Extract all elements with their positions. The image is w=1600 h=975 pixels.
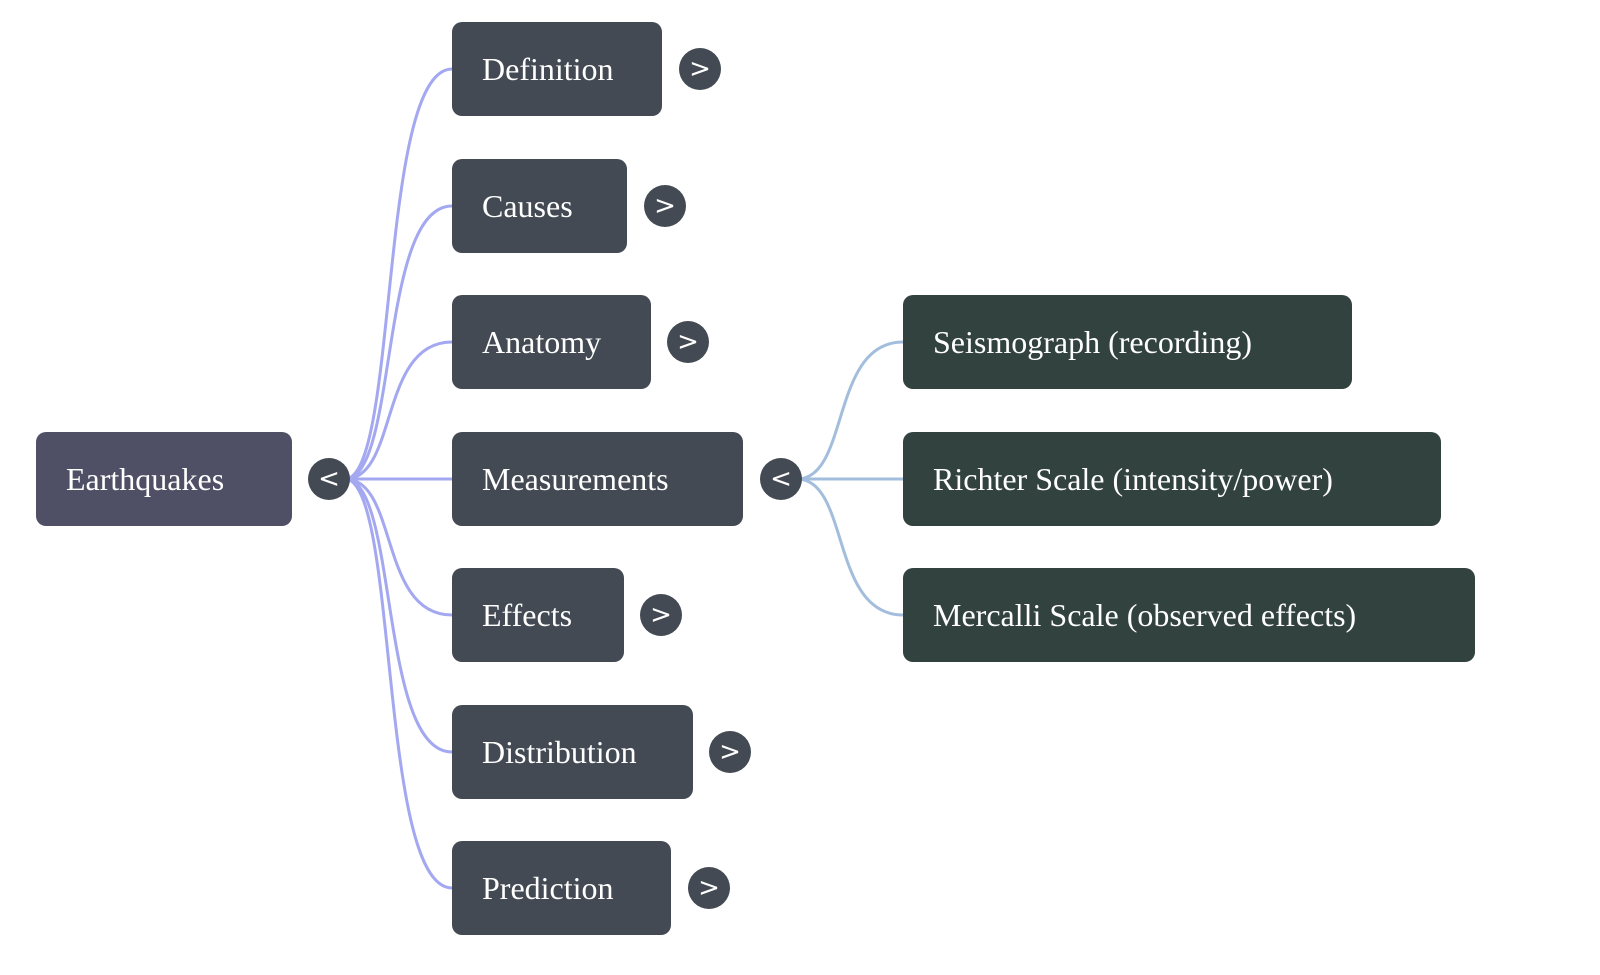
expand-effects-toggle-icon[interactable]: >	[640, 594, 682, 636]
node-distribution[interactable]: Distribution	[452, 705, 693, 799]
node-richter-scale[interactable]: Richter Scale (intensity/power)	[903, 432, 1441, 526]
node-label: Causes	[482, 187, 573, 224]
node-label: Prediction	[482, 869, 614, 906]
collapse-measurements-toggle-icon[interactable]: <	[760, 458, 802, 500]
node-label: Definition	[482, 50, 614, 87]
node-definition[interactable]: Definition	[452, 22, 662, 116]
node-label: Richter Scale (intensity/power)	[933, 460, 1333, 497]
edge-root-to-child	[344, 340, 453, 481]
root-node-label: Earthquakes	[66, 460, 225, 497]
edge-measurements-to-child	[796, 477, 904, 617]
node-measurements[interactable]: Measurements	[452, 432, 743, 526]
edge-root-to-child	[344, 477, 453, 617]
edge-root-to-child	[344, 67, 453, 481]
node-anatomy[interactable]: Anatomy	[452, 295, 651, 389]
node-mercalli-scale[interactable]: Mercalli Scale (observed effects)	[903, 568, 1475, 662]
node-label: Mercalli Scale (observed effects)	[933, 596, 1357, 633]
node-prediction[interactable]: Prediction	[452, 841, 671, 935]
expand-prediction-toggle-icon[interactable]: >	[688, 867, 730, 909]
node-label: Distribution	[482, 733, 637, 770]
node-label: Effects	[482, 596, 573, 633]
node-label: Seismograph (recording)	[933, 323, 1253, 360]
expand-distribution-toggle-icon[interactable]: >	[709, 731, 751, 773]
expand-causes-toggle-icon[interactable]: >	[644, 185, 686, 227]
node-effects[interactable]: Effects	[452, 568, 624, 662]
expand-definition-toggle-icon[interactable]: >	[679, 48, 721, 90]
edge-root-to-child	[344, 477, 453, 754]
node-label: Anatomy	[482, 323, 602, 360]
edge-root-to-child	[344, 204, 453, 481]
expand-anatomy-toggle-icon[interactable]: >	[667, 321, 709, 363]
node-seismograph[interactable]: Seismograph (recording)	[903, 295, 1352, 389]
edge-measurements-to-child	[796, 340, 904, 481]
root-node-earthquakes[interactable]: Earthquakes	[36, 432, 292, 526]
edge-root-to-child	[344, 477, 453, 890]
collapse-root-toggle-icon[interactable]: <	[308, 458, 350, 500]
node-causes[interactable]: Causes	[452, 159, 627, 253]
node-label: Measurements	[482, 460, 669, 497]
